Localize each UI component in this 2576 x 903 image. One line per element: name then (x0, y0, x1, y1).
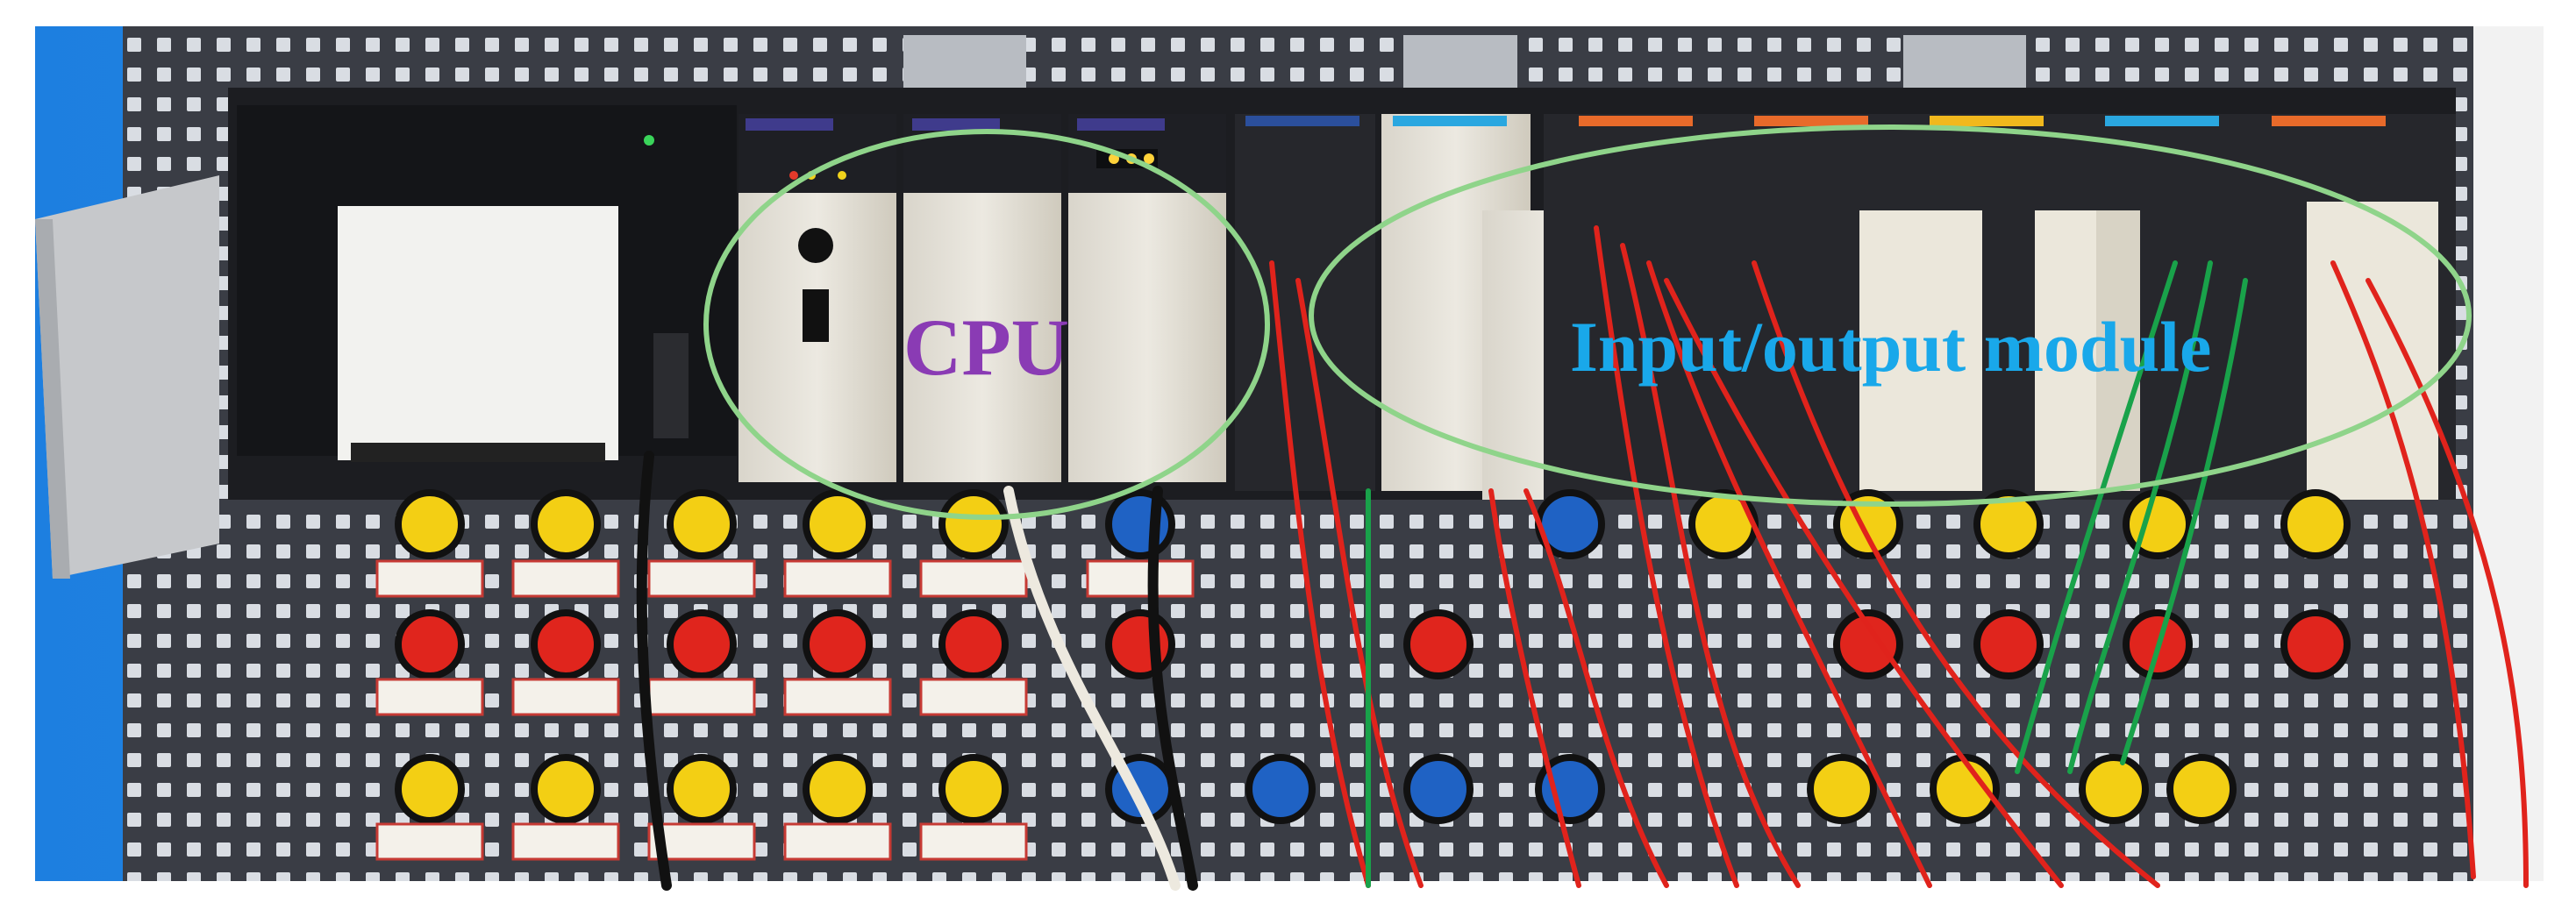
annotation-ellipses (703, 124, 2472, 520)
power-supply (35, 105, 737, 579)
cpu-ellipse (703, 129, 1270, 520)
io-ellipse (1309, 124, 2472, 507)
io-module-annotation-label: Input/output module (1570, 307, 2212, 387)
wiring (636, 225, 2529, 891)
module-row (739, 114, 2456, 500)
cpu-annotation-label: CPU (903, 302, 1070, 392)
